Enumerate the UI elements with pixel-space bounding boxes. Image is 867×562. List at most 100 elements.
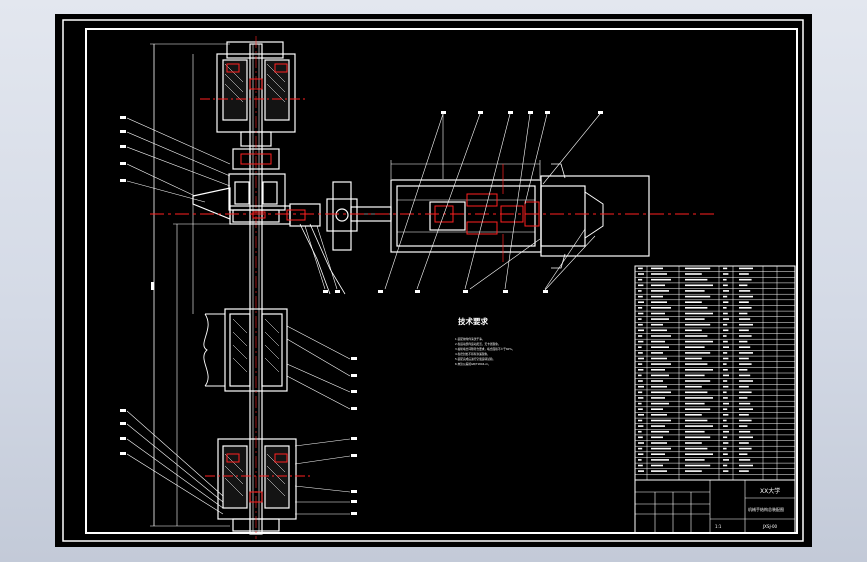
parts-list-text-mark <box>651 419 671 422</box>
parts-list-text-mark <box>739 459 751 461</box>
parts-list-text-mark <box>739 284 748 287</box>
parts-list-text-mark <box>685 397 713 399</box>
parts-list-text-mark <box>723 419 727 422</box>
parts-list-text-mark <box>685 374 705 377</box>
inner-frame <box>85 28 798 534</box>
parts-list-text-mark <box>651 442 667 444</box>
parts-list-text-mark <box>739 301 749 303</box>
parts-list-text-mark <box>739 419 752 422</box>
parts-list-text-mark <box>685 363 708 365</box>
parts-list-text-mark <box>638 470 644 472</box>
parts-list-text-mark <box>739 273 749 275</box>
parts-list-text-mark <box>739 357 749 360</box>
parts-list-text-mark <box>638 278 643 281</box>
parts-list-text-mark <box>685 408 711 410</box>
parts-list-text-mark <box>638 284 644 287</box>
parts-list-text-mark <box>723 329 729 332</box>
parts-list-text-mark <box>739 340 748 343</box>
parts-list-text-mark <box>739 425 748 427</box>
parts-list-text-mark <box>723 323 728 326</box>
note-line: 2.各运动部件运动灵活，无卡滞现象。 <box>455 342 501 346</box>
parts-list-text-mark <box>723 414 729 416</box>
parts-list-text-mark <box>739 307 752 309</box>
parts-list-text-mark <box>685 391 708 394</box>
parts-list-text-mark <box>685 307 708 309</box>
parts-list-text-mark <box>685 295 711 298</box>
parts-list-text-mark <box>638 346 642 348</box>
note-line: 6.未注公差按GB/T1804-m。 <box>455 362 491 366</box>
parts-list-text-mark <box>685 278 708 281</box>
parts-list-text-mark <box>739 391 752 394</box>
parts-list-text-mark <box>723 357 729 360</box>
parts-list-text-mark <box>638 352 643 354</box>
parts-list-text-mark <box>723 335 727 337</box>
parts-list-text-mark <box>651 357 667 360</box>
parts-list-text-mark <box>638 290 642 292</box>
parts-list-text-mark <box>723 273 729 275</box>
parts-list-text-mark <box>723 402 729 405</box>
parts-list-text-mark <box>739 363 752 365</box>
parts-list-text-mark <box>638 397 644 399</box>
parts-list-text-mark <box>638 312 644 315</box>
parts-list-text-mark <box>638 436 643 439</box>
parts-list-text-mark <box>651 374 669 377</box>
cad-viewport[interactable]: 技术要求 1.装配前零件清洗干净。 2.各运动部件运动灵活，无卡滞现象。 3.齿… <box>55 14 812 547</box>
parts-list-text-mark <box>723 267 728 270</box>
parts-list-text-mark <box>723 436 728 439</box>
parts-list-text-mark <box>739 397 748 399</box>
parts-list-text-mark <box>685 385 702 388</box>
parts-list-text-mark <box>638 357 644 360</box>
parts-list-text-mark <box>723 391 727 394</box>
parts-list-text-mark <box>638 419 643 422</box>
parts-list-text-mark <box>651 470 667 472</box>
parts-list-text-mark <box>651 402 669 405</box>
parts-list-text-mark <box>739 323 753 326</box>
parts-list-text-mark <box>638 295 643 298</box>
parts-list-text-mark <box>651 453 665 455</box>
parts-list-text-mark <box>651 335 671 337</box>
parts-list-text-mark <box>685 369 713 371</box>
parts-list-text-mark <box>651 380 663 382</box>
parts-list-text-mark <box>739 290 751 292</box>
parts-list-text-mark <box>651 329 667 332</box>
leader-lines <box>126 113 601 515</box>
parts-list-text-mark <box>723 346 729 348</box>
parts-list-text-mark <box>685 301 702 303</box>
parts-list-text-mark <box>651 278 671 281</box>
note-line: 4.各密封处不得有渗漏现象。 <box>455 352 490 356</box>
parts-list-text-mark <box>723 464 728 467</box>
parts-list-text-mark <box>723 284 728 287</box>
assembly-drawing: 技术要求 1.装配前零件清洗干净。 2.各运动部件运动灵活，无卡滞现象。 3.齿… <box>62 19 804 542</box>
parts-list-text-mark <box>651 318 669 320</box>
parts-list-text-mark <box>723 430 729 433</box>
parts-list-text-mark <box>685 352 711 354</box>
parts-list-text-mark <box>723 459 729 461</box>
parts-list-text-mark <box>685 357 702 360</box>
parts-list-text-mark <box>651 363 671 365</box>
parts-list-text-mark <box>685 340 713 343</box>
column-internals <box>200 36 310 539</box>
parts-list-text-mark <box>638 273 644 275</box>
parts-list-text-mark <box>685 419 708 422</box>
parts-list-text-mark <box>638 402 642 405</box>
parts-list-text-mark <box>685 312 713 315</box>
note-line: 1.装配前零件清洗干净。 <box>455 337 484 341</box>
parts-list-text-mark <box>723 278 727 281</box>
parts-list-text-mark <box>638 267 643 270</box>
technical-notes: 技术要求 1.装配前零件清洗干净。 2.各运动部件运动灵活，无卡滞现象。 3.齿… <box>455 316 515 366</box>
parts-list-text-mark <box>739 385 749 388</box>
parts-list-text-mark <box>685 273 702 275</box>
parts-list <box>634 265 796 481</box>
parts-list-text-mark <box>651 430 669 433</box>
parts-list-text-mark <box>723 425 728 427</box>
title-block-text: XX大学 机械手结构总装配图 JXSJ-00 1:1 <box>715 487 784 529</box>
parts-list-text-mark <box>723 363 727 365</box>
parts-list-text-mark <box>723 295 728 298</box>
parts-list-text-mark <box>685 290 705 292</box>
parts-list-text-mark <box>723 453 728 455</box>
parts-list-text-mark <box>739 402 751 405</box>
parts-list-text-mark <box>685 470 702 472</box>
notes-title: 技术要求 <box>458 316 488 326</box>
parts-list-text-mark <box>651 447 671 450</box>
parts-list-text-mark <box>685 402 705 405</box>
